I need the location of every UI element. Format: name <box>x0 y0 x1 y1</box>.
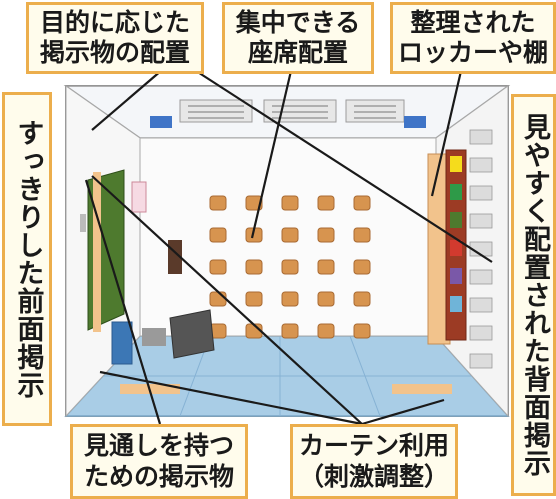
ceiling-light <box>179 99 253 123</box>
ceiling-light <box>345 99 405 123</box>
label-visibility-board-line1: 見通しを持つ <box>83 431 234 460</box>
label-back-display-text: 見やすく配置された背面掲示 <box>518 113 550 477</box>
label-curtain: カーテン利用 （刺激調整） <box>290 424 458 499</box>
ceiling-vent <box>150 116 172 128</box>
locker-bin <box>450 268 462 284</box>
locker-bin <box>450 212 462 228</box>
label-curtain-line1: カーテン利用 <box>298 431 449 460</box>
label-lockers-line1: 整理された <box>410 7 536 37</box>
label-back-display: 見やすく配置された背面掲示 <box>511 94 556 496</box>
ceiling-light <box>263 99 337 123</box>
label-seating-line2: 座席配置 <box>247 38 348 67</box>
label-seating: 集中できる 座席配置 <box>222 2 374 74</box>
locker-bin <box>450 184 462 200</box>
label-lockers: 整理された ロッカーや棚 <box>390 2 556 74</box>
label-visibility-board: 見通しを持つ ための掲示物 <box>70 424 248 499</box>
locker-bin <box>450 156 462 172</box>
label-seating-line1: 集中できる <box>235 7 361 37</box>
label-lockers-line2: ロッカーや棚 <box>397 38 548 67</box>
label-board-purpose-line1: 目的に応じた <box>39 7 190 37</box>
wall-poster <box>131 181 147 213</box>
teacher-chair <box>142 328 166 346</box>
teacher-locker <box>111 321 133 365</box>
teacher-desk <box>169 309 215 359</box>
label-front-display: すっきりした前面掲示 <box>2 92 52 426</box>
locker-bin <box>450 240 462 256</box>
wall-switch <box>80 214 86 232</box>
ceiling-vent <box>404 116 426 128</box>
label-front-display-text: すっきりした前面掲示 <box>12 119 44 399</box>
leader-lines <box>84 57 493 426</box>
label-curtain-line2: （刺激調整） <box>298 461 449 491</box>
label-visibility-board-line2: ための掲示物 <box>83 461 234 491</box>
desk-grid <box>209 195 371 339</box>
label-board-purpose-line2: 掲示物の配置 <box>39 38 190 67</box>
left-curtain <box>93 172 101 332</box>
locker-bin <box>450 296 462 312</box>
floor-curtain-strip <box>392 384 452 394</box>
label-board-purpose: 目的に応じた 掲示物の配置 <box>26 2 204 74</box>
